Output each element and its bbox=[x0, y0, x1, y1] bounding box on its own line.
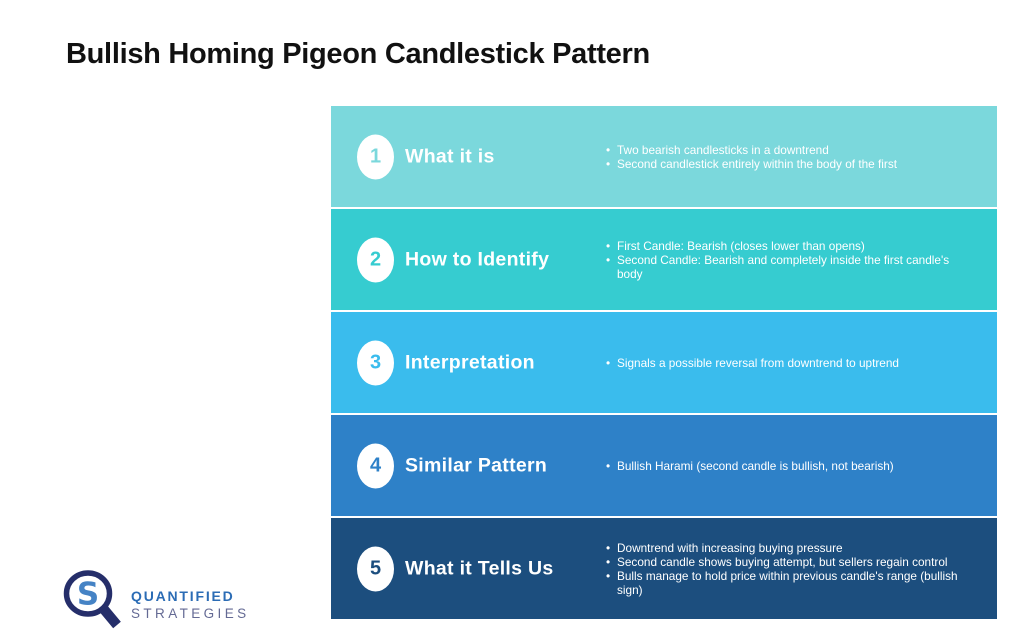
bullet-list: Two bearish candlesticks in a downtrend … bbox=[606, 143, 971, 171]
bullet-list: Bullish Harami (second candle is bullish… bbox=[606, 459, 971, 473]
brand-name-line2: STRATEGIES bbox=[131, 605, 250, 621]
step-number: 4 bbox=[369, 454, 382, 476]
table-row-how-to-identify: 2 How to Identify First Candle: Bearish … bbox=[331, 209, 997, 310]
bullet-item: Downtrend with increasing buying pressur… bbox=[606, 541, 971, 555]
bullet-item: Bullish Harami (second candle is bullish… bbox=[606, 459, 971, 473]
brand-name-line1: QUANTIFIED bbox=[131, 587, 235, 604]
row-title: What it is bbox=[405, 145, 495, 167]
table-row-similar-pattern: 4 Similar Pattern Bullish Harami (second… bbox=[331, 415, 997, 516]
monogram-letter: S bbox=[77, 577, 99, 613]
row-title: Similar Pattern bbox=[405, 454, 548, 476]
table-row-what-it-is: 1 What it is Two bearish candlesticks in… bbox=[331, 106, 997, 207]
bullet-list: Signals a possible reversal from downtre… bbox=[606, 356, 971, 370]
step-number: 1 bbox=[369, 145, 382, 167]
bullet-item: Second candle shows buying attempt, but … bbox=[606, 555, 971, 569]
bullet-list: Downtrend with increasing buying pressur… bbox=[606, 541, 971, 597]
bullet-item: First Candle: Bearish (closes lower than… bbox=[606, 239, 971, 253]
page-title: Bullish Homing Pigeon Candlestick Patter… bbox=[66, 38, 650, 70]
step-number-badge: 2 bbox=[357, 237, 394, 282]
step-number: 5 bbox=[369, 557, 382, 579]
logo-wordmark: QUANTIFIED STRATEGIES bbox=[131, 588, 250, 621]
row-title: How to Identify bbox=[405, 248, 550, 270]
quantified-strategies-logo: S QUANTIFIED STRATEGIES bbox=[63, 570, 250, 632]
table-row-interpretation: 3 Interpretation Signals a possible reve… bbox=[331, 312, 997, 413]
row-title: What it Tells Us bbox=[405, 557, 554, 579]
bullet-item: Bulls manage to hold price within previo… bbox=[606, 569, 971, 597]
step-number: 2 bbox=[369, 248, 382, 270]
bullet-item: Signals a possible reversal from downtre… bbox=[606, 356, 971, 370]
q-monogram-icon: S bbox=[63, 570, 121, 629]
step-number-badge: 3 bbox=[357, 340, 394, 385]
step-number-badge: 5 bbox=[357, 546, 394, 591]
step-number-badge: 4 bbox=[357, 443, 394, 488]
bullet-item: Second candlestick entirely within the b… bbox=[606, 157, 971, 171]
bullet-list: First Candle: Bearish (closes lower than… bbox=[606, 239, 971, 281]
bullet-item: Second Candle: Bearish and completely in… bbox=[606, 253, 971, 281]
pattern-info-table: 1 What it is Two bearish candlesticks in… bbox=[331, 106, 997, 621]
bullet-item: Two bearish candlesticks in a downtrend bbox=[606, 143, 971, 157]
row-title: Interpretation bbox=[405, 351, 535, 373]
table-row-what-it-tells-us: 5 What it Tells Us Downtrend with increa… bbox=[331, 518, 997, 619]
step-number-badge: 1 bbox=[357, 134, 394, 179]
step-number: 3 bbox=[369, 351, 382, 373]
